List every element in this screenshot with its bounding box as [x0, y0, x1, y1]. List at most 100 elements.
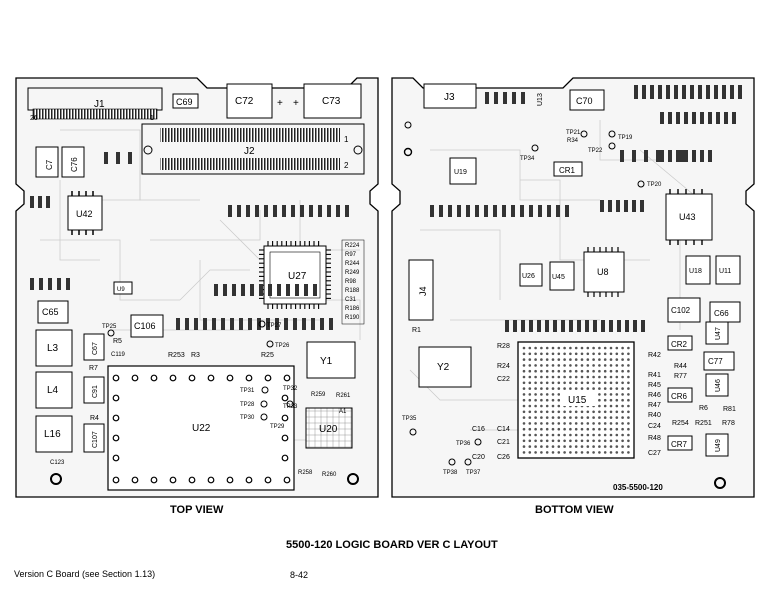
u15-ball	[528, 433, 532, 437]
smd-pad	[690, 85, 694, 99]
svg-text:C16: C16	[472, 426, 485, 433]
u15-ball	[557, 404, 561, 408]
u15-ball	[534, 427, 537, 431]
svg-text:R98: R98	[345, 279, 357, 285]
smd-pad	[680, 150, 684, 162]
u15-ball	[551, 451, 555, 454]
u15-ball	[609, 393, 613, 396]
u19-chip: U19	[449, 157, 477, 185]
u15-ball	[598, 358, 601, 361]
u15-ball	[522, 427, 526, 431]
u15-ball	[609, 451, 613, 454]
u15-ball	[534, 387, 537, 390]
svg-text:C70: C70	[576, 96, 593, 106]
l16-inductor: L16	[35, 415, 73, 453]
u15-ball	[522, 369, 526, 373]
svg-text:C106: C106	[134, 321, 156, 331]
u15-ball	[569, 358, 572, 361]
u15-ball	[598, 398, 601, 402]
u15-ball	[598, 352, 601, 356]
u15-ball	[621, 422, 624, 425]
u15-ball	[592, 410, 595, 414]
u15-ball	[569, 410, 572, 414]
u15-ball	[557, 410, 561, 414]
u15-ball	[528, 416, 532, 419]
u15-ball	[598, 410, 601, 414]
svg-text:R34: R34	[567, 138, 579, 144]
u22-pin-hole	[112, 374, 120, 382]
u15-ball	[580, 352, 584, 356]
u22-pin-hole	[226, 476, 234, 484]
c73-label: C73	[322, 96, 341, 107]
u15-ball	[586, 375, 590, 379]
u15-ball	[621, 416, 624, 419]
u15-ball	[551, 381, 555, 385]
smd-pad	[457, 205, 461, 217]
smd-pad	[259, 284, 263, 296]
u15-ball	[621, 358, 624, 361]
u15-ball	[598, 427, 601, 431]
u15-ball	[586, 433, 590, 437]
u15-ball	[627, 451, 630, 454]
u15-ball	[598, 439, 601, 443]
u15-ball	[551, 404, 555, 408]
u15-ball	[557, 358, 561, 361]
smd-pad	[212, 318, 216, 330]
smd-pad	[291, 205, 295, 217]
smd-pad	[273, 205, 277, 217]
u15-ball	[603, 410, 607, 414]
svg-text:R41: R41	[648, 372, 661, 379]
svg-text:Y1: Y1	[320, 356, 333, 367]
u15-ball	[609, 445, 613, 448]
svg-text:R259: R259	[311, 392, 326, 398]
u15-ball	[563, 422, 566, 425]
u15-ball	[540, 387, 543, 390]
plus-mark: +	[277, 98, 283, 109]
svg-text:C22: C22	[497, 376, 510, 383]
smd-pad	[57, 278, 61, 290]
smd-pad	[241, 284, 245, 296]
smd-pad	[650, 85, 654, 99]
svg-text:R47: R47	[648, 402, 661, 409]
smd-pad	[48, 278, 52, 290]
u15-ball	[522, 381, 526, 385]
u15-ball	[528, 445, 532, 448]
smd-pad	[282, 205, 286, 217]
svg-text:R249: R249	[345, 270, 360, 276]
smd-pad	[585, 320, 589, 332]
svg-text:R224: R224	[345, 243, 360, 249]
j3-connector: J3	[423, 83, 477, 109]
smd-pad	[248, 318, 252, 330]
u15-ball	[598, 369, 601, 373]
smd-pad	[547, 205, 551, 217]
u15-ball	[528, 404, 532, 408]
cr2-diode: CR2	[667, 335, 693, 351]
svg-text:C24: C24	[648, 423, 661, 430]
smd-pad	[221, 318, 225, 330]
u15-ball	[580, 416, 584, 419]
u15-ball	[621, 445, 624, 448]
u15-ball	[528, 369, 532, 373]
smd-pad	[194, 318, 198, 330]
smd-pad	[660, 150, 664, 162]
smd-pad	[601, 320, 605, 332]
smd-pad	[658, 85, 662, 99]
u15-ball	[557, 433, 561, 437]
u15-ball	[598, 375, 601, 379]
svg-text:R254: R254	[672, 420, 689, 427]
mounting-hole	[347, 473, 359, 485]
u15-ball	[627, 364, 630, 367]
svg-text:TP33: TP33	[283, 404, 298, 410]
svg-text:R3: R3	[191, 352, 200, 359]
u15-ball	[545, 416, 549, 419]
u15-ball	[534, 352, 537, 356]
u15-ball	[551, 416, 555, 419]
u15-ball	[557, 445, 561, 448]
smd-pad	[255, 205, 259, 217]
smd-pad	[676, 112, 680, 124]
u22-pin-hole	[131, 476, 139, 484]
j2-connector: J2 1 2	[141, 123, 365, 175]
svg-text:TP28: TP28	[240, 402, 255, 408]
smd-pad	[104, 152, 108, 164]
u15-ball	[551, 346, 555, 350]
